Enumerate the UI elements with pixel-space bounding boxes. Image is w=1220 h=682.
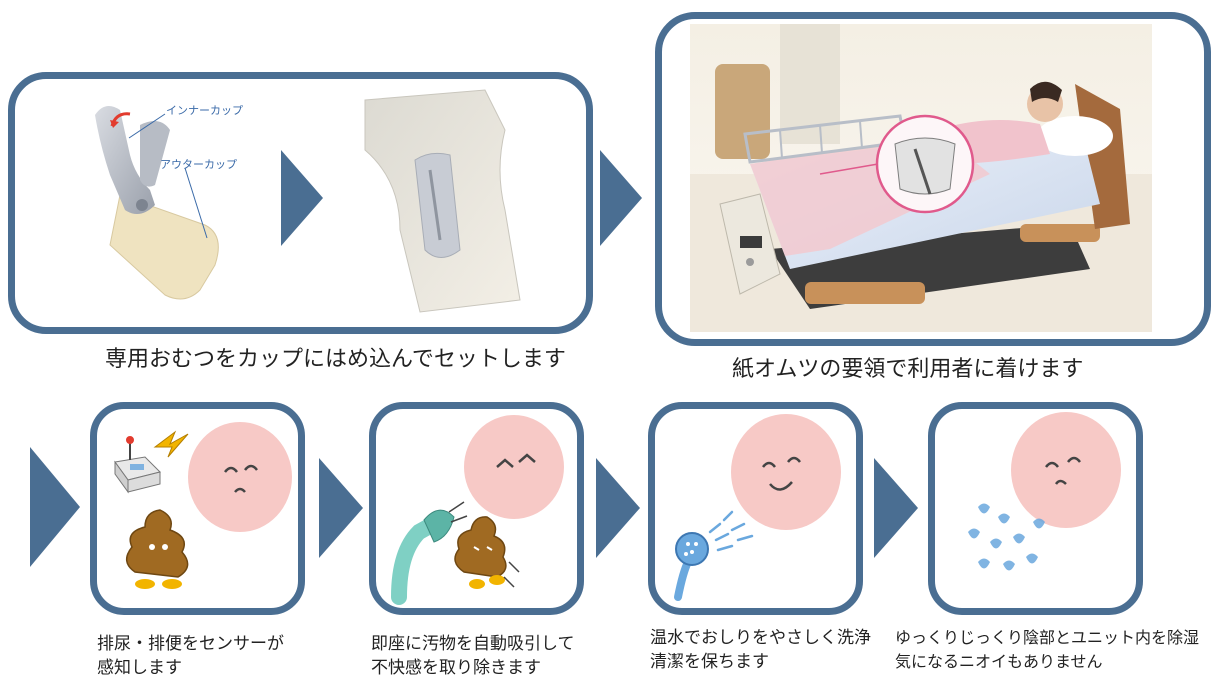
caption-step-suction: 即座に汚物を自動吸引して 不快感を取り除きます	[371, 632, 621, 680]
step-arrow-4	[319, 458, 363, 558]
caption-step-dry: ゆっくりじっくり陰部とユニット内を除湿 気になるニオイもありません	[895, 626, 1217, 674]
outer-cup-label: アウターカップ	[160, 158, 237, 171]
bed-photo	[690, 24, 1152, 332]
step-arrow-3	[30, 447, 80, 567]
caption-step-suction-line1: 即座に汚物を自動吸引して	[371, 634, 575, 654]
caption-step-wash: 温水でおしりをやさしく洗浄 清潔を保ちます	[650, 626, 900, 674]
inner-cup-label: インナーカップ	[166, 104, 243, 117]
diaper-illustration	[364, 89, 521, 313]
sensor-scene	[114, 422, 292, 589]
caption-step-suction-line2: 不快感を取り除きます	[371, 658, 541, 678]
cup-leader-lines	[128, 113, 208, 239]
caption-step-wash-line2: 清潔を保ちます	[650, 652, 769, 672]
caption-bed-usage: 紙オムツの要領で利用者に着けます	[732, 357, 1084, 382]
caption-cup-setup: 専用おむつをカップにはめ込んでセットします	[105, 347, 566, 372]
step-arrow-5	[596, 458, 640, 558]
step-arrow-2	[600, 150, 642, 246]
cup-illustration	[95, 106, 219, 300]
wash-scene	[674, 414, 841, 601]
step-arrow-6	[874, 458, 918, 558]
dry-scene	[968, 412, 1121, 571]
caption-step-wash-line1: 温水でおしりをやさしく洗浄	[650, 628, 871, 648]
step-arrow-1	[281, 150, 323, 246]
caption-step-dry-line1: ゆっくりじっくり陰部とユニット内を除湿	[895, 628, 1200, 647]
caption-step-sensor-line1: 排尿・排便をセンサーが	[97, 634, 284, 654]
suction-scene	[391, 415, 564, 605]
caption-step-sensor: 排尿・排便をセンサーが 感知します	[97, 632, 327, 680]
rotate-arrow-icon	[110, 112, 131, 128]
caption-step-sensor-line2: 感知します	[97, 658, 182, 678]
caption-step-dry-line2: 気になるニオイもありません	[895, 652, 1103, 671]
